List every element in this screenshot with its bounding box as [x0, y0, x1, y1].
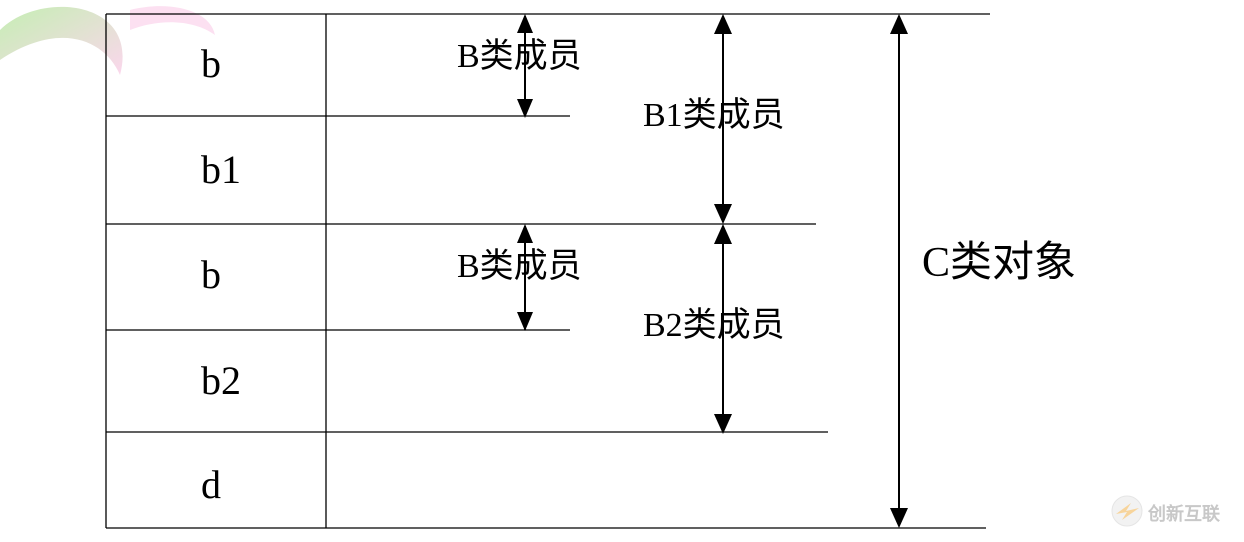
watermark-text: 创新互联: [1148, 504, 1220, 525]
decor-blob: [0, 6, 123, 76]
object-label-c: C类对象: [922, 240, 1077, 286]
member-label-b2: B2类成员: [643, 307, 785, 344]
cell-label-b-second: b: [201, 252, 221, 297]
member-label-b-first: B类成员: [457, 38, 582, 75]
span-arrow-b-second: [517, 224, 533, 331]
cell-label-b1: b1: [201, 147, 241, 192]
cell-label-b2: b2: [201, 358, 241, 403]
cell-label-b-first: b: [201, 41, 221, 86]
member-label-b-second: B类成员: [457, 248, 582, 285]
span-arrow-b2: [714, 224, 732, 434]
chuangxin-logo-icon: [1111, 495, 1143, 527]
decor-blob-2: [130, 6, 215, 36]
cell-box: [105, 13, 990, 529]
member-label-b1: B1类成员: [643, 97, 785, 134]
span-arrow-b-first: [517, 14, 533, 118]
cell-label-d: d: [201, 462, 221, 507]
span-arrow-c-object: [890, 14, 908, 528]
span-arrow-b1: [714, 14, 732, 224]
